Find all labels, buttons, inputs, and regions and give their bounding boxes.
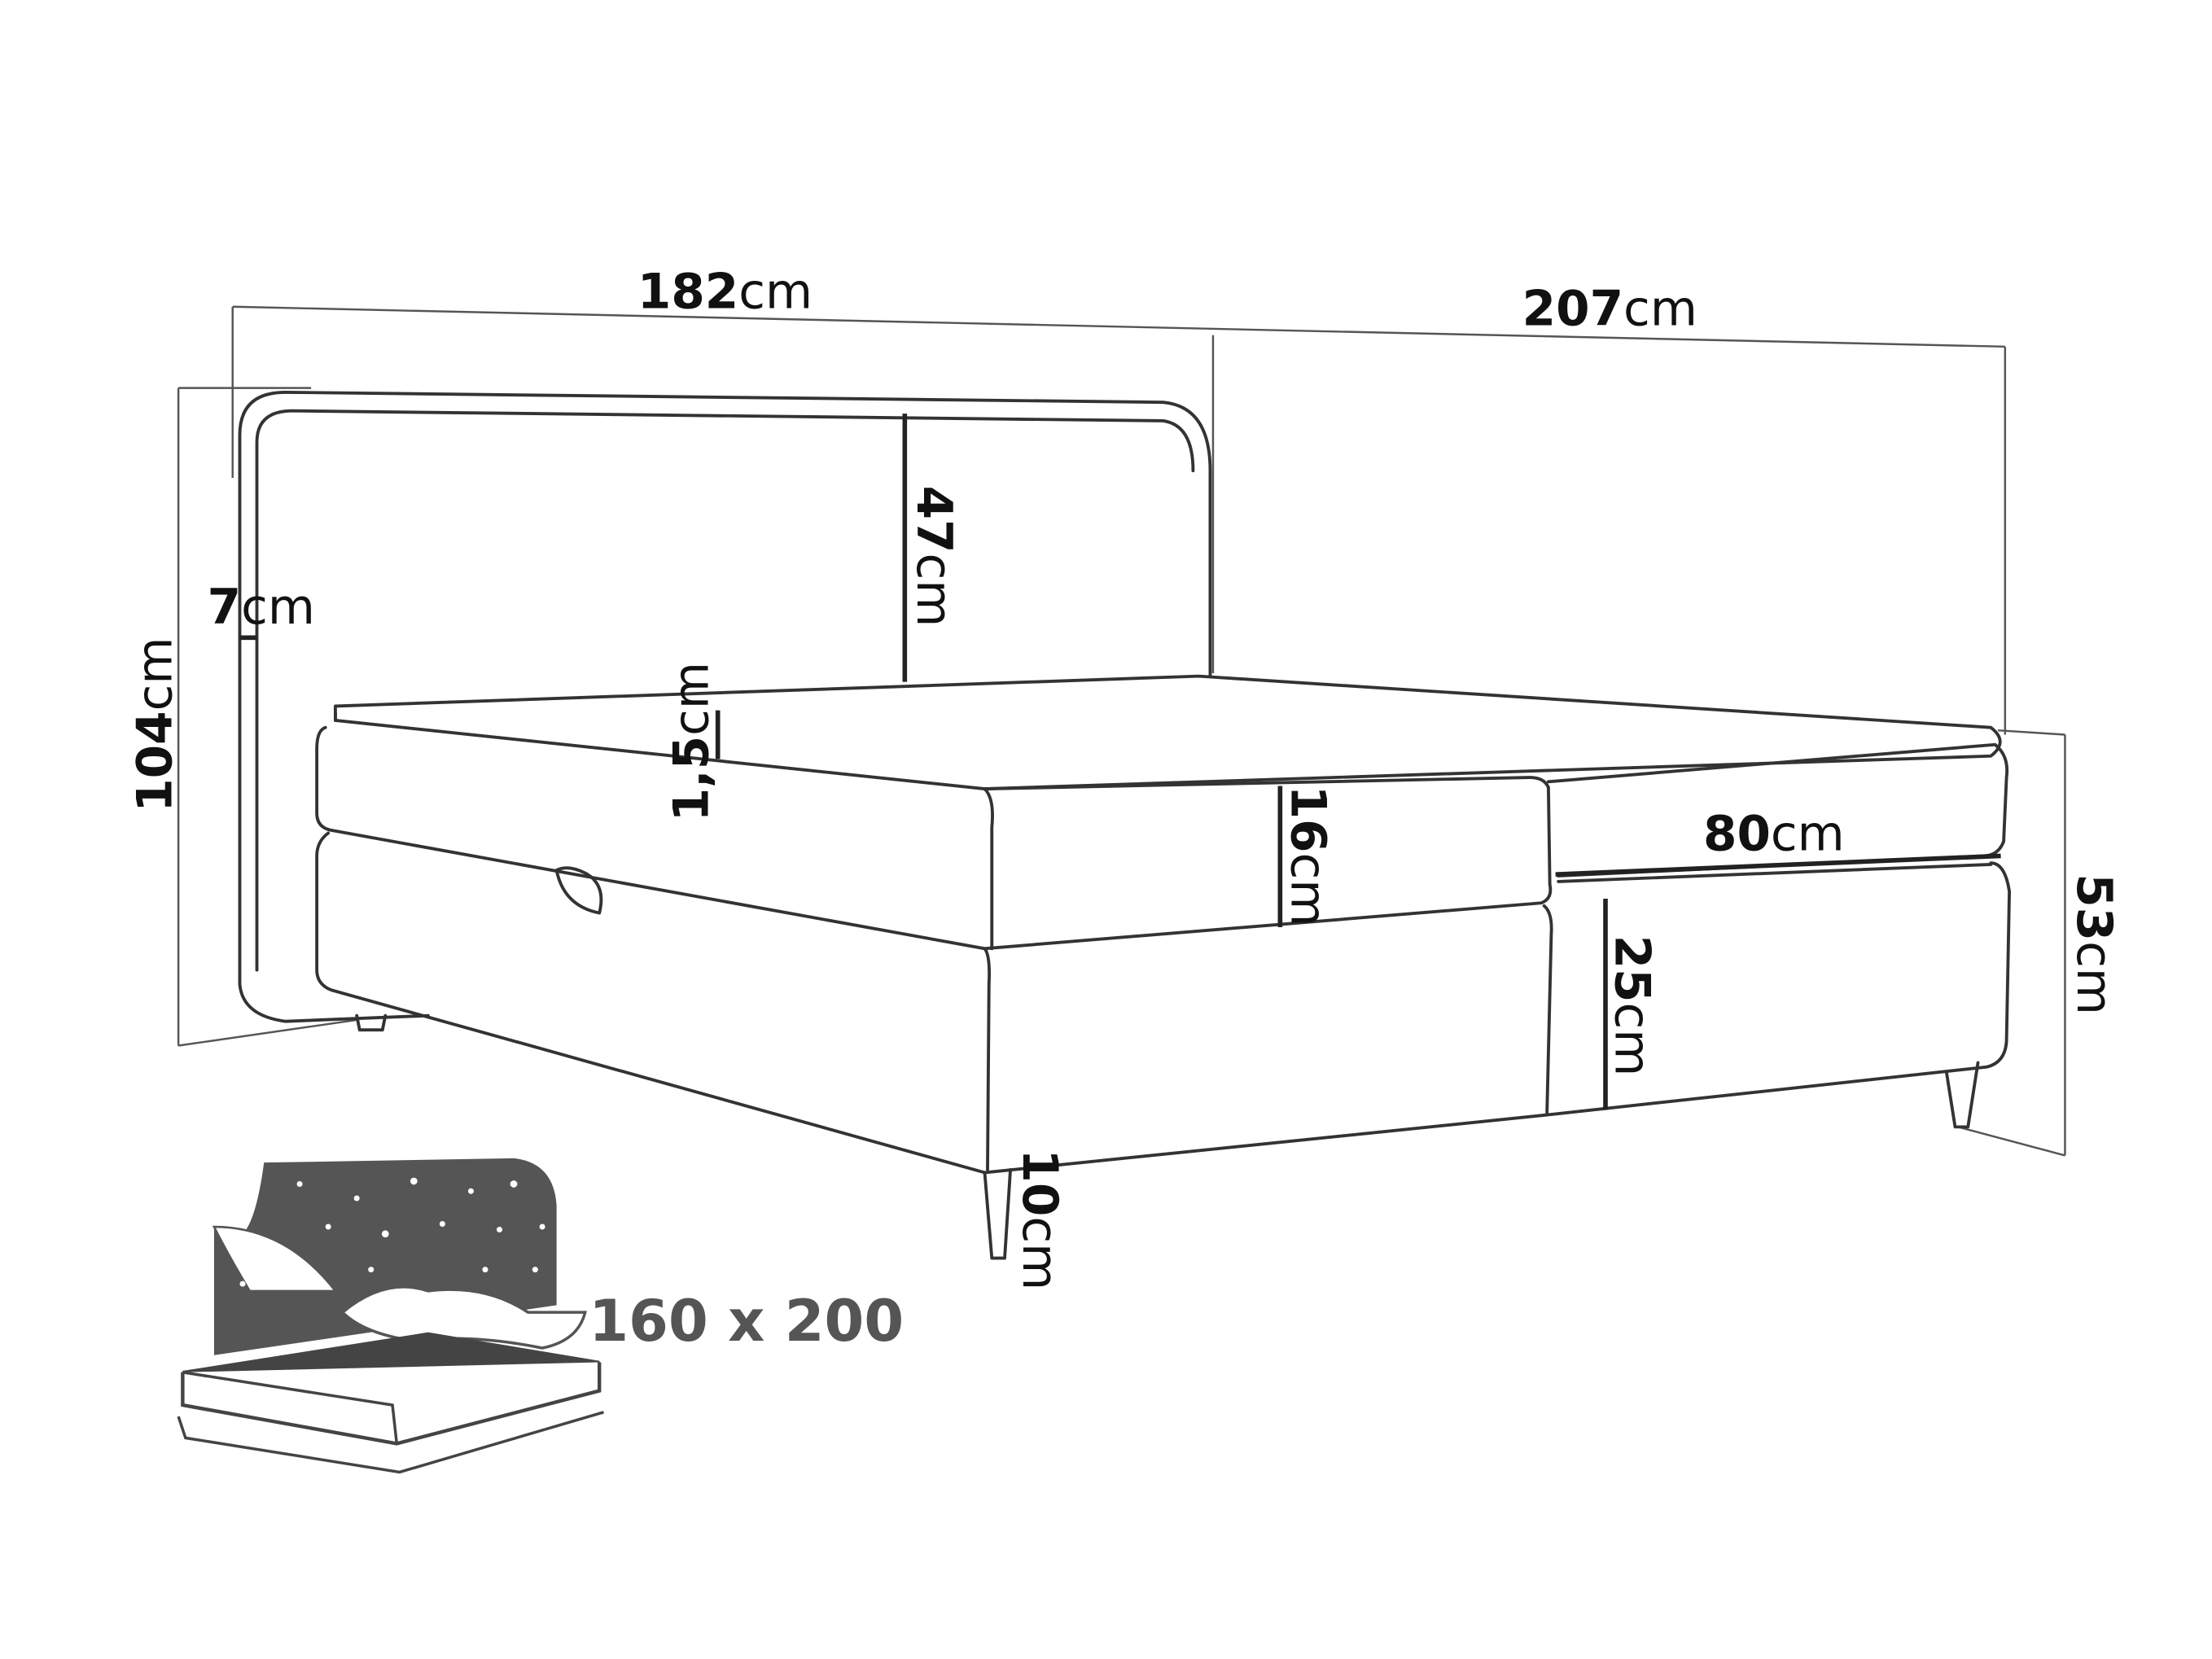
length-label: 207cm [1522,282,1697,338]
total-height-label: 104cm [127,637,183,812]
leg-height-label: 10cm [1011,1149,1067,1290]
mattress-size-label: 160 x 200 [589,1288,904,1355]
stars-icon [239,1177,545,1287]
width-label: 182cm [637,265,813,321]
side-height-label: 80cm [1703,806,1845,862]
box-height-label: 25cm [1603,935,1659,1077]
mattress-size-icon [177,1158,604,1474]
headboard-height-label: 47cm [905,486,961,628]
mattress-label: 16cm [1279,786,1335,927]
dimension-bars [239,414,2001,1110]
topper-label: 1,5cm [664,662,720,821]
dimension-guides [177,305,2066,1157]
bed-height-label: 53cm [2065,873,2122,1015]
bed-legs [355,1013,1980,1260]
box-lower [315,831,2012,1175]
headboard [238,390,1212,1023]
headboard-thickness-label: 7cm [208,580,315,636]
mattress [334,674,2002,790]
